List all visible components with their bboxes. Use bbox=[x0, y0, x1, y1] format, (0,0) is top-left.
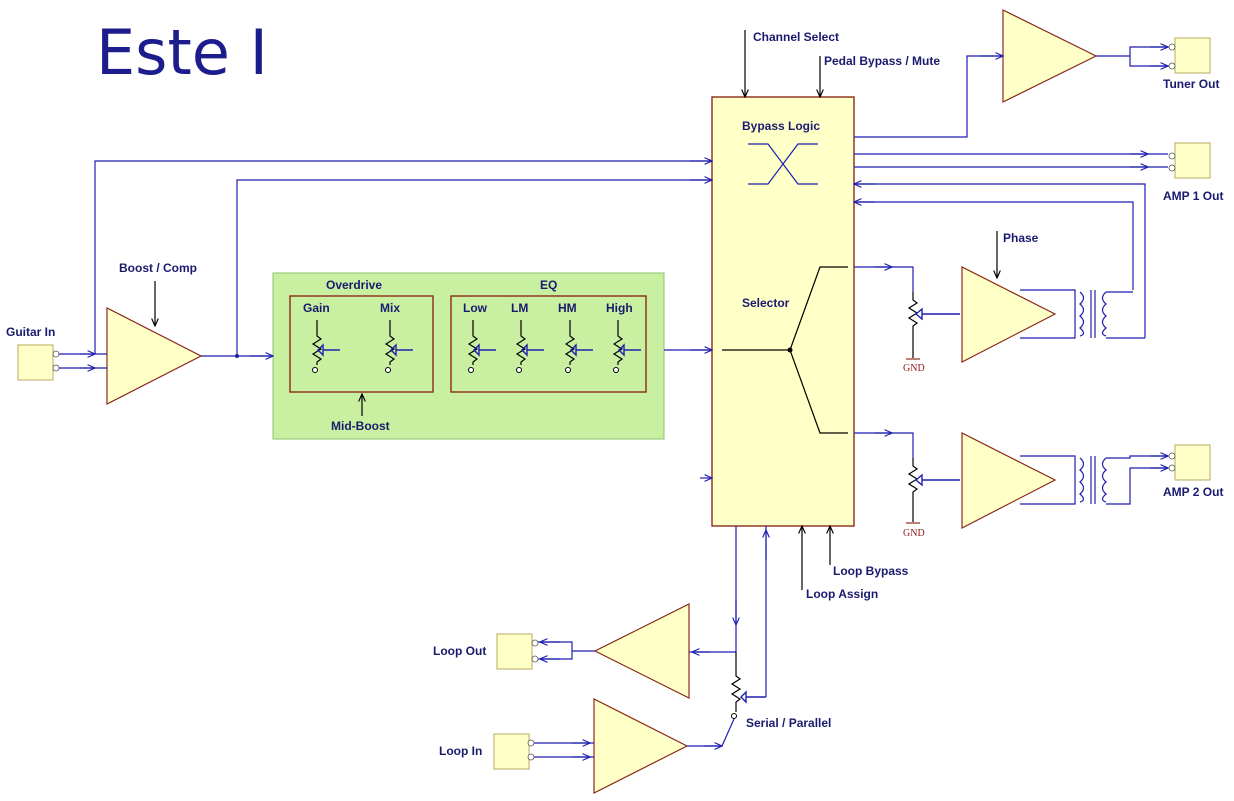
loop-out-amp bbox=[593, 603, 690, 699]
low-pot bbox=[467, 320, 496, 373]
selector-out-b bbox=[854, 432, 914, 458]
mix-pot bbox=[384, 320, 413, 373]
guitar-input-wires bbox=[59, 353, 107, 369]
tuner-feed-wire bbox=[854, 55, 1003, 138]
high-pot bbox=[612, 320, 641, 373]
bypass-selector-block bbox=[711, 96, 855, 527]
low-label: Low bbox=[463, 301, 488, 315]
loop-in-amp bbox=[593, 698, 689, 794]
guitar-in-jack bbox=[17, 344, 60, 381]
gain-label: Gain bbox=[303, 301, 330, 315]
amp2-out-label: AMP 2 Out bbox=[1163, 485, 1223, 499]
loop-in-label: Loop In bbox=[439, 744, 482, 758]
loop-in-jack bbox=[493, 733, 535, 770]
eq-label: EQ bbox=[540, 278, 557, 292]
amp2-level-pot bbox=[906, 458, 960, 524]
phase-pot bbox=[906, 292, 960, 360]
amp2-buffer-amp bbox=[961, 432, 1057, 529]
pedal-bypass-label: Pedal Bypass / Mute bbox=[824, 54, 940, 68]
guitar-in-label: Guitar In bbox=[6, 325, 55, 339]
boost-comp-amp bbox=[106, 307, 203, 405]
selector-switch bbox=[722, 266, 848, 434]
return-wire-2 bbox=[854, 201, 1134, 290]
tuner-out-jack bbox=[1168, 37, 1211, 74]
eq-block bbox=[450, 295, 647, 393]
tuner-out-label: Tuner Out bbox=[1163, 77, 1219, 91]
amp2-out-jack bbox=[1168, 444, 1211, 481]
high-label: High bbox=[606, 301, 633, 315]
boost-comp-label: Boost / Comp bbox=[119, 261, 197, 275]
bypass-logic-label: Bypass Logic bbox=[742, 119, 820, 133]
lm-label: LM bbox=[511, 301, 528, 315]
processing-panel bbox=[272, 272, 665, 440]
bypass-logic-crossover bbox=[748, 143, 818, 185]
hm-label: HM bbox=[558, 301, 577, 315]
amp2-amp-out-wire bbox=[1020, 455, 1076, 505]
gnd-label-2: GND bbox=[903, 528, 925, 539]
overdrive-label: Overdrive bbox=[326, 278, 382, 292]
gain-pot bbox=[311, 320, 340, 373]
phase-label: Phase bbox=[1003, 231, 1039, 245]
loop-out-wire bbox=[538, 641, 595, 660]
page-title: Este I bbox=[96, 16, 268, 89]
loop-in-out-wire bbox=[687, 718, 735, 747]
gnd-label-1: GND bbox=[903, 363, 925, 374]
loop-out-label: Loop Out bbox=[433, 644, 486, 658]
loop-out-jack bbox=[496, 633, 539, 670]
phase-transformer bbox=[1079, 290, 1145, 339]
selector-out-a bbox=[854, 266, 914, 292]
selector-label: Selector bbox=[742, 296, 790, 310]
tuner-output-wire bbox=[1096, 46, 1170, 67]
phase-amp bbox=[961, 266, 1057, 363]
mix-label: Mix bbox=[380, 301, 400, 315]
amp1-out-label: AMP 1 Out bbox=[1163, 189, 1223, 203]
loop-send-wire bbox=[689, 526, 737, 653]
channel-select-label: Channel Select bbox=[753, 30, 839, 44]
serial-parallel-pot bbox=[730, 652, 766, 719]
loop-assign-label: Loop Assign bbox=[806, 587, 878, 601]
overdrive-block bbox=[289, 295, 434, 393]
amp2-transformer bbox=[1079, 455, 1168, 505]
hm-pot bbox=[564, 320, 593, 373]
selector-node bbox=[787, 347, 793, 353]
loop-in-wires bbox=[533, 742, 594, 758]
loop-bypass-label: Loop Bypass bbox=[833, 564, 909, 578]
amp1-output-wires bbox=[854, 153, 1168, 168]
dry-bypass-wire bbox=[94, 160, 712, 354]
lm-pot bbox=[515, 320, 544, 373]
tuner-buffer-amp bbox=[1002, 9, 1098, 103]
return-wire-1 bbox=[854, 183, 1146, 338]
boost-bypass-wire bbox=[236, 179, 712, 356]
phase-amp-out-wire bbox=[1020, 289, 1076, 339]
mid-boost-label: Mid-Boost bbox=[331, 419, 390, 433]
serial-parallel-label: Serial / Parallel bbox=[746, 716, 831, 730]
amp1-out-jack bbox=[1168, 142, 1211, 179]
